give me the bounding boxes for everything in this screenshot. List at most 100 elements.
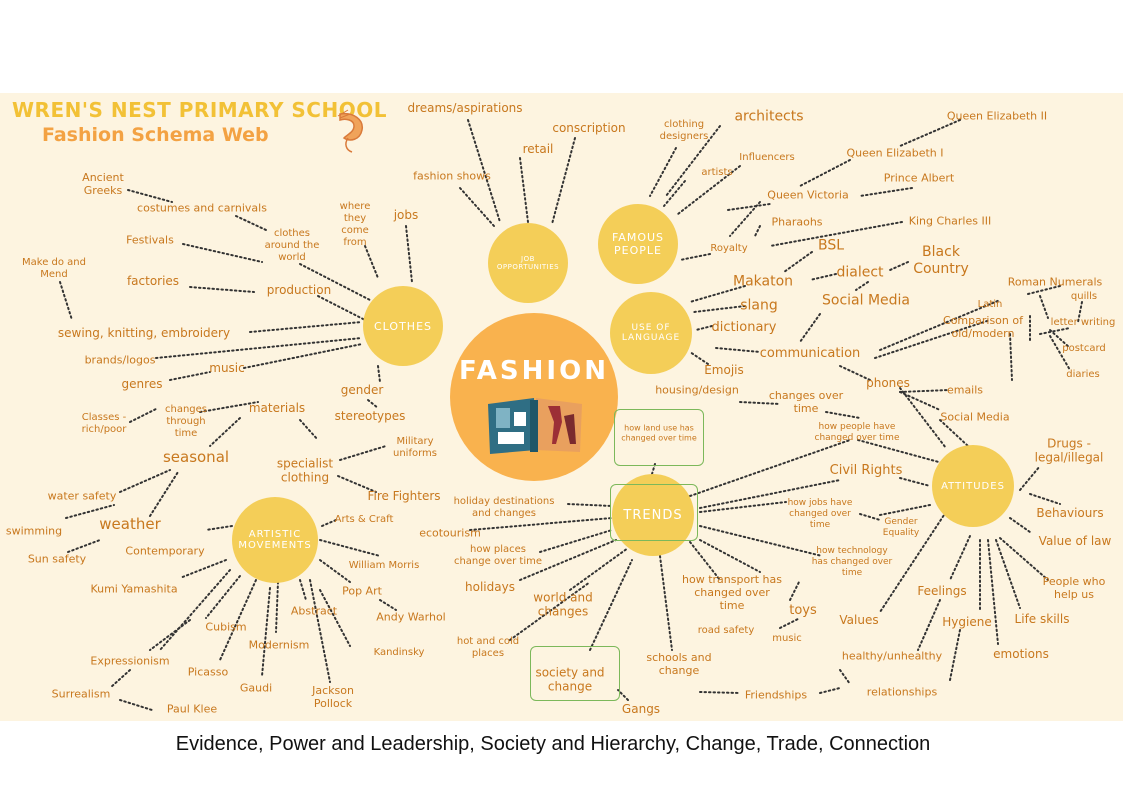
connector-line xyxy=(317,295,366,321)
node-warhol: Andy Warhol xyxy=(376,610,446,624)
node-where-from: where they come from xyxy=(339,201,371,248)
node-victoria: Queen Victoria xyxy=(767,188,849,202)
node-water: water safety xyxy=(47,489,117,503)
node-changes-time: changes through time xyxy=(164,404,208,439)
connector-line xyxy=(1049,335,1071,371)
connector-line xyxy=(319,559,351,583)
connector-line xyxy=(249,321,363,333)
node-genres: genres xyxy=(121,376,163,391)
node-retail: retail xyxy=(522,141,554,156)
node-weather: weather xyxy=(99,515,161,533)
node-clothes-world: clothes around the world xyxy=(264,228,320,263)
connector-line xyxy=(1039,295,1049,319)
node-seasonal: seasonal xyxy=(162,448,230,466)
shrimp-logo-icon xyxy=(337,109,363,153)
connector-line xyxy=(379,599,397,611)
node-holidays: holidays xyxy=(465,579,515,594)
hub-job-opportunities: JOB OPPORTUNITIES xyxy=(488,223,568,303)
connector-line xyxy=(1009,517,1031,533)
connector-line xyxy=(819,687,841,694)
highlight-box-society xyxy=(530,646,620,701)
connector-line xyxy=(879,511,947,613)
connector-line xyxy=(874,319,991,359)
connector-line xyxy=(321,519,337,527)
connector-line xyxy=(243,343,363,369)
node-pop-art: Pop Art xyxy=(342,584,382,598)
node-black-country: Black Country xyxy=(913,244,969,277)
connector-line xyxy=(899,391,941,411)
connector-line xyxy=(689,285,746,303)
node-sewing: sewing, knitting, embroidery xyxy=(57,325,231,340)
connector-line xyxy=(987,539,999,645)
connector-line xyxy=(1029,493,1061,505)
node-feelings: Feelings xyxy=(917,583,967,598)
node-value-law: Value of law xyxy=(1038,533,1112,548)
connector-line xyxy=(539,529,613,553)
node-surrealism: Surrealism xyxy=(51,687,111,701)
connector-line xyxy=(799,159,851,187)
node-pharaohs: Pharaohs xyxy=(771,215,823,229)
hub-clothes: CLOTHES xyxy=(363,286,443,366)
node-morris: William Morris xyxy=(348,560,420,571)
node-emojis: Emojis xyxy=(704,362,744,377)
node-behaviours: Behaviours xyxy=(1036,505,1104,520)
connector-line xyxy=(727,203,771,211)
node-albert: Prince Albert xyxy=(883,171,955,185)
node-picasso: Picasso xyxy=(187,665,229,679)
connector-line xyxy=(855,281,869,291)
connector-line xyxy=(219,579,257,661)
connector-line xyxy=(169,371,211,381)
connector-line xyxy=(689,351,709,365)
connector-line xyxy=(679,253,711,261)
node-roman: Roman Numerals xyxy=(1007,275,1103,289)
node-diaries: diaries xyxy=(1066,369,1100,380)
connector-line xyxy=(459,187,495,227)
connector-line xyxy=(899,387,947,449)
connector-line xyxy=(182,243,263,263)
connector-line xyxy=(59,281,73,321)
connector-line xyxy=(783,251,813,273)
connector-line xyxy=(779,617,801,629)
connector-line xyxy=(859,187,913,197)
connector-line xyxy=(677,165,741,215)
connector-line xyxy=(879,299,1001,351)
node-jobs-changed: how jobs have changed over time xyxy=(787,497,853,530)
node-values: Values xyxy=(839,612,879,627)
hub-use-of-language: USE OF LANGUAGE xyxy=(610,292,692,374)
connector-line xyxy=(509,581,591,641)
node-modernism: Modernism xyxy=(248,638,310,652)
connector-line xyxy=(689,439,851,497)
node-drugs: Drugs - legal/illegal xyxy=(1034,436,1104,465)
connector-line xyxy=(699,691,741,694)
connector-line xyxy=(405,225,413,283)
connector-line xyxy=(859,513,881,521)
node-schools: schools and change xyxy=(646,650,712,677)
connector-line xyxy=(1019,465,1041,491)
node-transport: how transport has changed over time xyxy=(682,573,782,613)
connector-line xyxy=(65,504,115,519)
node-communication: communication xyxy=(759,346,861,362)
hub-attitudes: ATTITUDES xyxy=(932,445,1014,527)
node-quills: quills xyxy=(1070,291,1098,302)
connector-line xyxy=(699,525,823,557)
node-royalty: Royalty xyxy=(710,243,748,254)
fashion-magazine-icon xyxy=(488,398,582,454)
node-people-changed: how people have changed over time xyxy=(814,422,900,443)
node-relationships: relationships xyxy=(866,685,938,699)
connector-line xyxy=(689,541,721,581)
node-music: music xyxy=(209,360,245,375)
connector-line xyxy=(729,201,761,237)
connector-line xyxy=(309,579,331,683)
connector-line xyxy=(149,471,179,517)
node-dreams: dreams/aspirations xyxy=(407,100,523,115)
connector-line xyxy=(699,539,761,573)
node-contemporary: Contemporary xyxy=(125,544,205,558)
connector-line xyxy=(889,261,909,271)
connector-line xyxy=(659,555,673,651)
connector-line xyxy=(899,389,949,393)
connector-line xyxy=(899,477,931,487)
node-hot-cold: hot and cold places xyxy=(456,636,520,659)
connector-line xyxy=(189,286,255,293)
connector-line xyxy=(337,475,377,493)
connector-line xyxy=(857,439,947,465)
